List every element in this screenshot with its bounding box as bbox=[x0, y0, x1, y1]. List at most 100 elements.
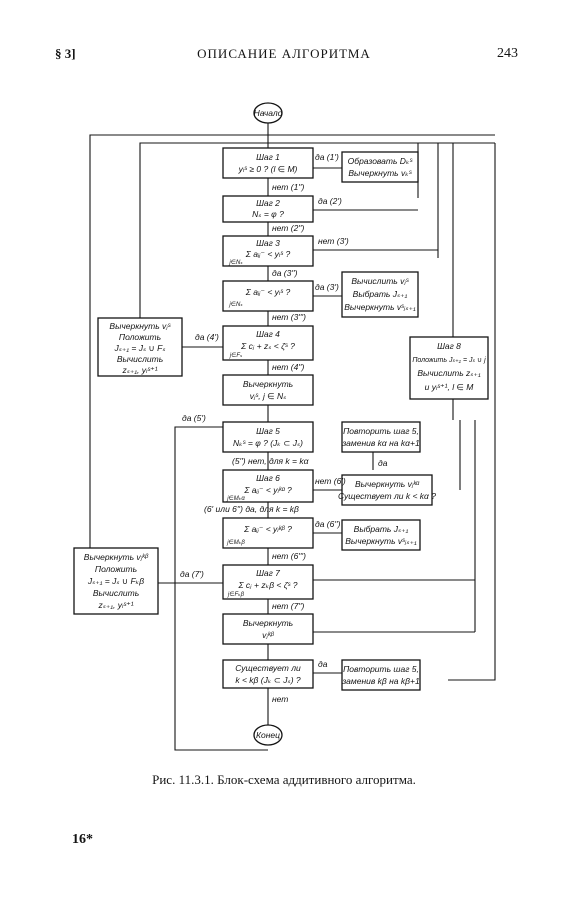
svg-text:Вычислить zₛ₊₁: Вычислить zₛ₊₁ bbox=[417, 368, 481, 378]
cross-out3-block: Вычеркнуть vⱼᵏᵝ bbox=[222, 613, 314, 645]
svg-text:Вычислить vⱼˢ: Вычислить vⱼˢ bbox=[351, 276, 408, 286]
svg-text:Jₛ₊₁ = Jₛ ∪ Fₖβ: Jₛ₊₁ = Jₛ ∪ Fₖβ bbox=[87, 576, 144, 586]
svg-text:и yₗˢ⁺¹, l ∈ M: и yₗˢ⁺¹, l ∈ M bbox=[425, 382, 475, 392]
step1-block: Шаг 1 yₗˢ ≥ 0 ? (l ∈ M) bbox=[222, 147, 314, 179]
svg-text:Шаг 2: Шаг 2 bbox=[256, 198, 280, 208]
svg-text:Положить Jₛ₊₁ = Jₛ ∪ j: Положить Jₛ₊₁ = Jₛ ∪ j bbox=[412, 357, 486, 364]
svg-text:yₗˢ ≥ 0 ? (l ∈ M): yₗˢ ≥ 0 ? (l ∈ M) bbox=[238, 164, 298, 174]
svg-text:Повторить шаг 5,: Повторить шаг 5, bbox=[343, 664, 419, 674]
label-yes7: да (7') bbox=[180, 569, 204, 579]
signature-mark: 16* bbox=[72, 832, 93, 847]
svg-text:Nₛ = φ ?: Nₛ = φ ? bbox=[252, 209, 284, 219]
svg-text:Образовать Dₖˢ: Образовать Dₖˢ bbox=[348, 156, 413, 166]
label-no-last: нет bbox=[272, 694, 288, 704]
svg-text:j∈Fₖβ: j∈Fₖβ bbox=[227, 591, 245, 598]
svg-text:Шаг 6: Шаг 6 bbox=[256, 473, 280, 483]
svg-text:j∈Mₖα: j∈Mₖα bbox=[226, 495, 245, 502]
svg-text:Положить: Положить bbox=[119, 332, 161, 342]
step4-block: Шаг 4 Σ cⱼ + zₛ < ζˢ ? j∈Fₛ bbox=[222, 325, 314, 361]
svg-text:Повторить шаг 5,: Повторить шаг 5, bbox=[343, 426, 419, 436]
end-label: Конец bbox=[256, 730, 280, 740]
step3-block: Шаг 3 Σ aᵢⱼ⁻ < yₗˢ ? j∈Nₛ bbox=[222, 235, 314, 267]
svg-text:vⱼᵏᵝ: vⱼᵏᵝ bbox=[262, 630, 274, 640]
exists-block: Существует ли k < kβ (Jₖ ⊂ Jₛ) ? bbox=[222, 659, 314, 689]
svg-text:Существует ли k < kα ?: Существует ли k < kα ? bbox=[338, 491, 436, 501]
svg-text:Положить: Положить bbox=[95, 564, 137, 574]
svg-text:Вычеркнуть vˢⱼₛ₊₁: Вычеркнуть vˢⱼₛ₊₁ bbox=[344, 302, 416, 312]
repeat5a-block: Повторить шаг 5, заменив kα на kα+1 bbox=[341, 421, 421, 453]
label-no6b: нет (6''') bbox=[272, 551, 306, 561]
label-yes2: да (2') bbox=[318, 196, 342, 206]
svg-text:Вычеркнуть: Вычеркнуть bbox=[243, 618, 293, 628]
end-terminal: Конец bbox=[253, 724, 283, 746]
start-terminal: Начало bbox=[253, 102, 283, 124]
svg-text:Вычеркнуть vⱼᵏᵝ: Вычеркнуть vⱼᵏᵝ bbox=[84, 552, 149, 562]
svg-text:Шаг 7: Шаг 7 bbox=[256, 568, 280, 578]
svg-text:Шаг 3: Шаг 3 bbox=[256, 238, 280, 248]
choose-block: Выбрать Jₛ₊₁ Вычеркнуть vˢⱼₛ₊₁ bbox=[341, 519, 421, 551]
label-no1: нет (1'') bbox=[272, 182, 305, 192]
label-no3b: нет (3''') bbox=[272, 312, 306, 322]
svg-text:zₛ₊₁, yₗˢ⁺¹: zₛ₊₁, yₗˢ⁺¹ bbox=[97, 600, 133, 610]
compute-v-block: Вычислить vⱼˢ Выбрать Jₛ₊₁ Вычеркнуть vˢ… bbox=[341, 271, 419, 318]
running-header: ОПИСАНИЕ АЛГОРИТМА bbox=[197, 46, 371, 61]
label-no6: нет (6') bbox=[315, 476, 346, 486]
step8-block: Шаг 8 Положить Jₛ₊₁ = Jₛ ∪ j Вычислить z… bbox=[409, 336, 489, 400]
step5-block: Шаг 5 Nₖˢ = φ ? (Jₖ ⊂ Jₛ) bbox=[222, 421, 314, 453]
label-yes1: да (1') bbox=[315, 152, 339, 162]
svg-text:Вычеркнуть: Вычеркнуть bbox=[243, 379, 293, 389]
svg-text:Вычеркнуть vⱼᵏᵅ: Вычеркнуть vⱼᵏᵅ bbox=[355, 479, 420, 489]
svg-text:Вычеркнуть vˢⱼₛ₊₁: Вычеркнуть vˢⱼₛ₊₁ bbox=[345, 536, 417, 546]
svg-text:vⱼˢ, j ∈ Nₛ: vⱼˢ, j ∈ Nₛ bbox=[250, 391, 287, 401]
svg-text:j∈Nₛ: j∈Nₛ bbox=[228, 301, 242, 308]
svg-text:Jₛ₊₁ = Jₛ ∪ Fₛ: Jₛ₊₁ = Jₛ ∪ Fₛ bbox=[113, 343, 165, 353]
step6-block: Шаг 6 Σ aᵢⱼ⁻ < yₗᵏᵅ ? j∈Mₖα bbox=[222, 469, 314, 503]
svg-text:Шаг 1: Шаг 1 bbox=[256, 152, 280, 162]
label-no4: нет (4'') bbox=[272, 362, 305, 372]
form-d-block: Образовать Dₖˢ Вычеркнуть vₖˢ bbox=[341, 151, 419, 183]
label-no5: (5'') нет, для k = kα bbox=[232, 456, 310, 466]
label-no2: нет (2'') bbox=[272, 223, 305, 233]
label-yes3: да (3'') bbox=[272, 268, 298, 278]
label-yes3b: да (3') bbox=[315, 282, 339, 292]
svg-text:Вычислить: Вычислить bbox=[93, 588, 139, 598]
step7-block: Шаг 7 Σ cⱼ + zₖβ < ζˢ ? j∈Fₖβ bbox=[222, 564, 314, 600]
svg-text:заменив kα на kα+1: заменив kα на kα+1 bbox=[341, 438, 420, 448]
svg-text:Σ aᵢⱼ⁻ < yₗˢ ?: Σ aᵢⱼ⁻ < yₗˢ ? bbox=[245, 287, 291, 297]
svg-text:Вычеркнуть vⱼˢ: Вычеркнуть vⱼˢ bbox=[109, 321, 170, 331]
page-number: 243 bbox=[497, 46, 518, 61]
label-yes6b: да (6'') bbox=[315, 519, 341, 529]
svg-text:Вычеркнуть vₖˢ: Вычеркнуть vₖˢ bbox=[348, 168, 412, 178]
svg-text:Σ aᵢⱼ⁻ < yₗˢ ?: Σ aᵢⱼ⁻ < yₗˢ ? bbox=[245, 249, 291, 259]
step3b-block: Σ aᵢⱼ⁻ < yₗˢ ? j∈Nₛ bbox=[222, 280, 314, 312]
left-top-block: Вычеркнуть vⱼˢ Положить Jₛ₊₁ = Jₛ ∪ Fₛ В… bbox=[97, 317, 183, 377]
cross-out2-block: Вычеркнуть vⱼᵏᵅ Существует ли k < kα ? bbox=[338, 474, 436, 506]
label-yes-up: да bbox=[378, 458, 388, 468]
svg-text:заменив kβ на kβ+1: заменив kβ на kβ+1 bbox=[341, 676, 420, 686]
svg-text:j∈Fₛ: j∈Fₛ bbox=[229, 352, 242, 359]
svg-text:Σ cⱼ + zₛ < ζˢ ?: Σ cⱼ + zₛ < ζˢ ? bbox=[240, 341, 295, 351]
section-number: § 3] bbox=[55, 46, 76, 61]
step2-block: Шаг 2 Nₛ = φ ? bbox=[222, 195, 314, 223]
label-yes4: да (4') bbox=[195, 332, 219, 342]
svg-text:Nₖˢ = φ ? (Jₖ ⊂ Jₛ): Nₖˢ = φ ? (Jₖ ⊂ Jₛ) bbox=[233, 438, 303, 448]
cross-out-block: Вычеркнуть vⱼˢ, j ∈ Nₛ bbox=[222, 374, 314, 406]
label-no3: нет (3') bbox=[318, 236, 349, 246]
start-label: Начало bbox=[254, 108, 283, 118]
left-bot-block: Вычеркнуть vⱼᵏᵝ Положить Jₛ₊₁ = Jₛ ∪ Fₖβ… bbox=[73, 547, 159, 615]
svg-text:j∈Nₛ: j∈Nₛ bbox=[228, 259, 242, 266]
repeat5b-block: Повторить шаг 5, заменив kβ на kβ+1 bbox=[341, 659, 421, 691]
label-no7: нет (7'') bbox=[272, 601, 305, 611]
svg-text:j∈Mₖβ: j∈Mₖβ bbox=[226, 539, 245, 546]
svg-text:Шаг 8: Шаг 8 bbox=[437, 341, 461, 351]
svg-text:Σ aᵢⱼ⁻ < yₗᵏᵝ ?: Σ aᵢⱼ⁻ < yₗᵏᵝ ? bbox=[243, 524, 292, 534]
svg-text:Шаг 4: Шаг 4 bbox=[256, 329, 280, 339]
svg-text:Вычислить: Вычислить bbox=[117, 354, 163, 364]
label-yes6: (6' или 6'') да, для k = kβ bbox=[204, 504, 299, 514]
label-yes-last: да bbox=[318, 659, 328, 669]
svg-text:Шаг 5: Шаг 5 bbox=[256, 426, 280, 436]
svg-text:Существует ли: Существует ли bbox=[235, 663, 301, 673]
svg-text:Σ aᵢⱼ⁻ < yₗᵏᵅ ?: Σ aᵢⱼ⁻ < yₗᵏᵅ ? bbox=[243, 485, 292, 495]
svg-text:zₛ₊₁, yₗˢ⁺¹: zₛ₊₁, yₗˢ⁺¹ bbox=[121, 365, 157, 375]
